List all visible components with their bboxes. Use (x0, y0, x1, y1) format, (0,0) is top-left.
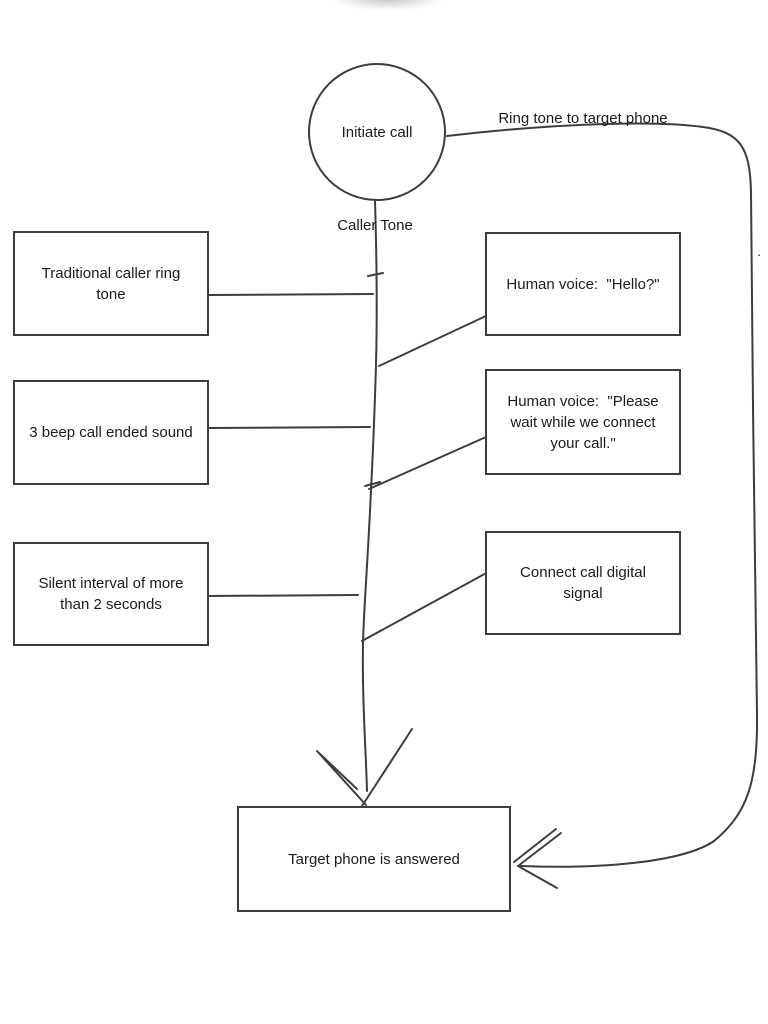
node-silent-interval: Silent interval of more than 2 seconds (13, 542, 209, 646)
node-3-beep-sound: 3 beep call ended sound (13, 380, 209, 485)
connector-please-wait-voice (368, 436, 487, 490)
node-3-beep-sound-label: 3 beep call ended sound (29, 424, 193, 441)
node-initiate-call-label: Initiate call (341, 123, 413, 141)
node-traditional-ring-tone: Traditional caller ring tone (13, 231, 209, 336)
node-silent-interval-label: Silent interval of more than 2 seconds (38, 575, 188, 613)
caller-tone-edge-label: Caller Tone (337, 217, 413, 234)
node-human-voice-please-wait: Human voice: "Please wait while we conne… (485, 369, 681, 475)
tick-mark-lower (364, 481, 381, 487)
node-target-phone-answered: Target phone is answered (237, 806, 511, 912)
left-arrowhead (513, 828, 562, 889)
node-traditional-ring-tone-label: Traditional caller ring tone (41, 264, 185, 303)
node-connect-call-signal-label: Connect call digital signal (520, 564, 651, 602)
ring-tone-edge-label: Ring tone to target phone (498, 110, 668, 127)
connector-hello-voice (378, 314, 489, 367)
node-human-voice-hello: Human voice: "Hello?" (485, 232, 681, 336)
connector-connect-signal (361, 570, 491, 642)
tick-mark-upper (367, 272, 384, 277)
connector-3-beep (204, 426, 371, 429)
node-human-voice-please-wait-label: Human voice: "Please wait while we conne… (507, 392, 663, 452)
connector-silent-interval (206, 594, 359, 597)
node-connect-call-signal: Connect call digital signal (485, 531, 681, 635)
node-human-voice-hello-label: Human voice: "Hello?" (506, 275, 660, 293)
ring-tone-curve (446, 122, 759, 868)
node-initiate-call: Initiate call (308, 63, 446, 201)
down-arrowhead (316, 728, 413, 807)
caller-tone-line (361, 200, 378, 792)
connector-traditional-ring-tone (207, 293, 374, 296)
stray-ink-dot: . (757, 243, 762, 260)
node-target-phone-answered-label: Target phone is answered (288, 850, 460, 868)
